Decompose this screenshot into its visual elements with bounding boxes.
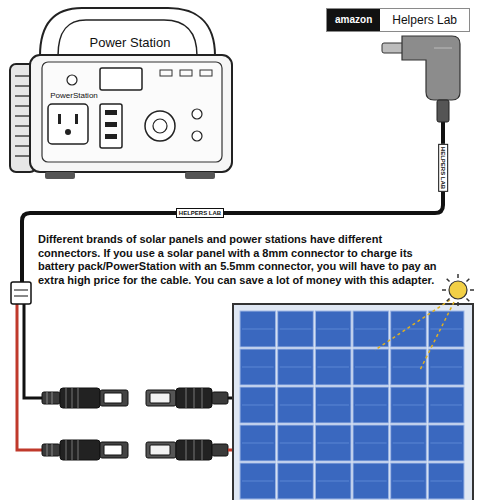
- brand-logo: amazon: [327, 9, 380, 31]
- power-station: [10, 8, 232, 179]
- description-note: Different brands of solar panels and pow…: [38, 233, 438, 287]
- solar-panel: [233, 304, 473, 500]
- brand-name: Helpers Lab: [380, 9, 469, 31]
- device-title: Power Station: [90, 35, 171, 50]
- splitter-wires: [11, 282, 236, 460]
- brand-badge: amazonHelpers Lab: [326, 8, 470, 32]
- cable-tag: HELPERS LAB: [438, 144, 448, 192]
- device-brand: PowerStation: [50, 91, 98, 100]
- cable-tag: HELPERS LAB: [176, 208, 224, 218]
- sun: [375, 274, 474, 370]
